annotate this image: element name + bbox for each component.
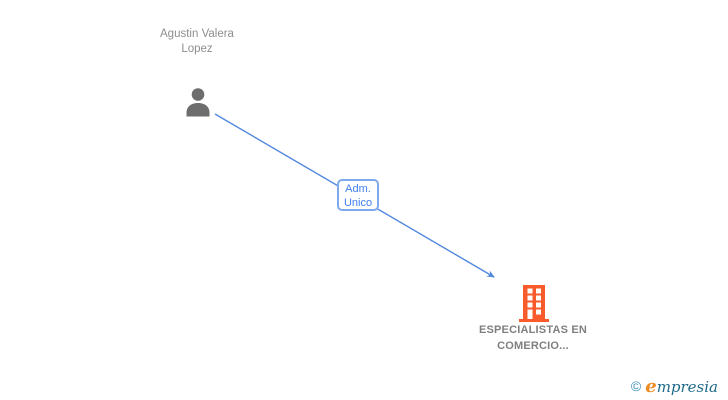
company-node-label[interactable]: ESPECIALISTAS EN COMERCIO... [478, 324, 588, 352]
brand-first-letter: e [645, 376, 657, 397]
person-icon[interactable] [183, 87, 213, 117]
building-icon[interactable] [519, 285, 549, 322]
edge-label-text: Adm. Unico [343, 183, 373, 209]
edge-label-box: Adm. Unico [337, 179, 379, 211]
brand-rest-text: mpresia [656, 378, 718, 396]
person-node-label[interactable]: Agustin Valera Lopez [160, 28, 234, 55]
copyright-icon: © [630, 378, 642, 394]
empresia-logo[interactable]: ©empresia [631, 376, 718, 397]
